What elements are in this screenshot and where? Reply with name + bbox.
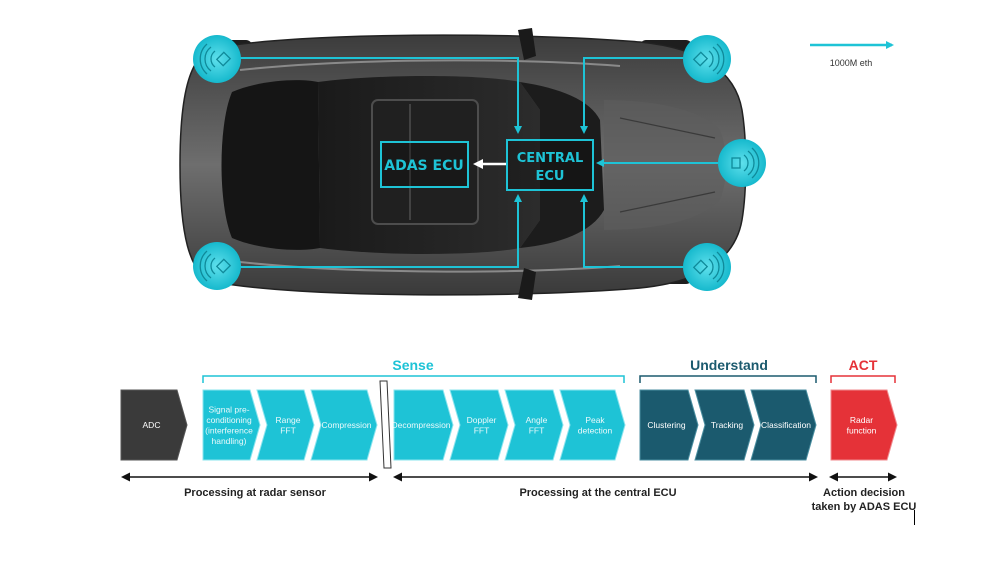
radar-sensor-front — [718, 139, 766, 187]
central-ecu-box: CENTRAL ECU — [506, 139, 594, 191]
pipeline-step-preconditioning — [202, 389, 261, 461]
range-adas-label-line2: taken by ADAS ECU — [812, 501, 917, 513]
pipeline-step-classification — [750, 389, 817, 461]
processing-ranges: Processing at radar sensor Processing at… — [121, 472, 917, 513]
pipeline-step-angle-fft-label: FFT — [529, 425, 545, 435]
range-sensor-label: Processing at radar sensor — [184, 487, 327, 499]
pipeline-step-preconditioning-label: (interference — [205, 425, 253, 435]
pipeline-step-clustering — [639, 389, 699, 461]
radar-sensor-icon — [199, 250, 232, 282]
radar-sensor-rear-right — [193, 242, 241, 290]
legend: 1000M eth — [810, 41, 894, 68]
radar-sensor-icon — [692, 43, 725, 75]
car-top-view — [179, 28, 747, 300]
pipeline-step-peak-detection — [559, 389, 626, 461]
pipeline-step-clustering-label: Clustering — [647, 420, 686, 430]
central-ecu-label-line1: CENTRAL — [517, 151, 584, 166]
radar-sensors — [193, 35, 766, 291]
radar-sensor-icon — [731, 147, 760, 179]
group-understand-label: Understand — [690, 357, 768, 373]
link-rear-left — [232, 57, 522, 134]
legend-label: 1000M eth — [830, 58, 873, 68]
pipeline-steps: ADC Signal pre-conditioning(interferenceh… — [120, 389, 898, 461]
pipeline-step-peak-detection-label: Peak — [585, 415, 605, 425]
link-front-left — [580, 57, 704, 134]
pipeline-step-range-fft-label: FFT — [280, 425, 296, 435]
pipeline-step-preconditioning-label: Signal pre- — [208, 404, 249, 414]
radar-sensor-front-right — [683, 243, 731, 291]
central-ecu-label-line2: ECU — [536, 169, 565, 184]
pipeline-step-angle-fft — [504, 389, 564, 461]
group-understand: Understand — [639, 357, 817, 383]
link-front-right — [580, 194, 704, 268]
pipeline-step-compression-label: Compression — [321, 420, 371, 430]
pipeline-step-preconditioning-label: handling) — [212, 436, 247, 446]
pipeline-step-doppler-fft-label: Doppler — [467, 415, 497, 425]
pipeline-step-classification-label: Classification — [761, 420, 811, 430]
pipeline-step-doppler-fft — [449, 389, 509, 461]
mirror-bottom — [518, 268, 536, 300]
radar-sensor-icon — [692, 251, 725, 283]
adas-ecu-label: ADAS ECU — [384, 158, 463, 174]
group-act: ACT — [830, 357, 896, 383]
text-cursor — [914, 510, 915, 525]
radar-sensor-front-left — [683, 35, 731, 83]
pipeline-step-compression — [310, 389, 378, 461]
pipeline-step-radar-function-label: Radar — [850, 415, 873, 425]
pipeline-step-tracking — [694, 389, 755, 461]
adas-ecu-box: ADAS ECU — [380, 141, 469, 188]
pipeline-step-decompression-label: Decompression — [391, 420, 450, 430]
pipeline-step-doppler-fft-label: FFT — [474, 425, 490, 435]
pipeline-step-angle-fft-label: Angle — [526, 415, 548, 425]
pipeline-step-decompression — [393, 389, 454, 461]
radar-sensor-icon — [199, 43, 232, 75]
pipeline-groups: Sense Understand ACT — [202, 357, 896, 383]
radar-sensor-rear-left — [193, 35, 241, 83]
range-central-label: Processing at the central ECU — [519, 487, 676, 499]
pipeline-step-adc — [120, 389, 188, 461]
range-adas-label-line1: Action decision — [823, 487, 905, 499]
pipeline-step-preconditioning-label: conditioning — [206, 415, 252, 425]
pipeline-step-adc-label: ADC — [143, 420, 161, 430]
link-rear-right — [232, 194, 522, 268]
pipeline-step-peak-detection-label: detection — [578, 425, 613, 435]
ethernet-links — [232, 57, 728, 268]
group-act-label: ACT — [849, 357, 878, 373]
group-sense-label: Sense — [392, 357, 433, 373]
pipeline-step-range-fft-label: Range — [275, 415, 300, 425]
pipeline-step-tracking-label: Tracking — [711, 420, 744, 430]
link-break-marker — [379, 380, 392, 469]
group-sense: Sense — [202, 357, 625, 383]
pipeline-step-radar-function-label: function — [847, 425, 877, 435]
mirror-top — [518, 28, 536, 60]
pipeline-step-range-fft — [256, 389, 315, 461]
pipeline-step-radar-function — [830, 389, 898, 461]
